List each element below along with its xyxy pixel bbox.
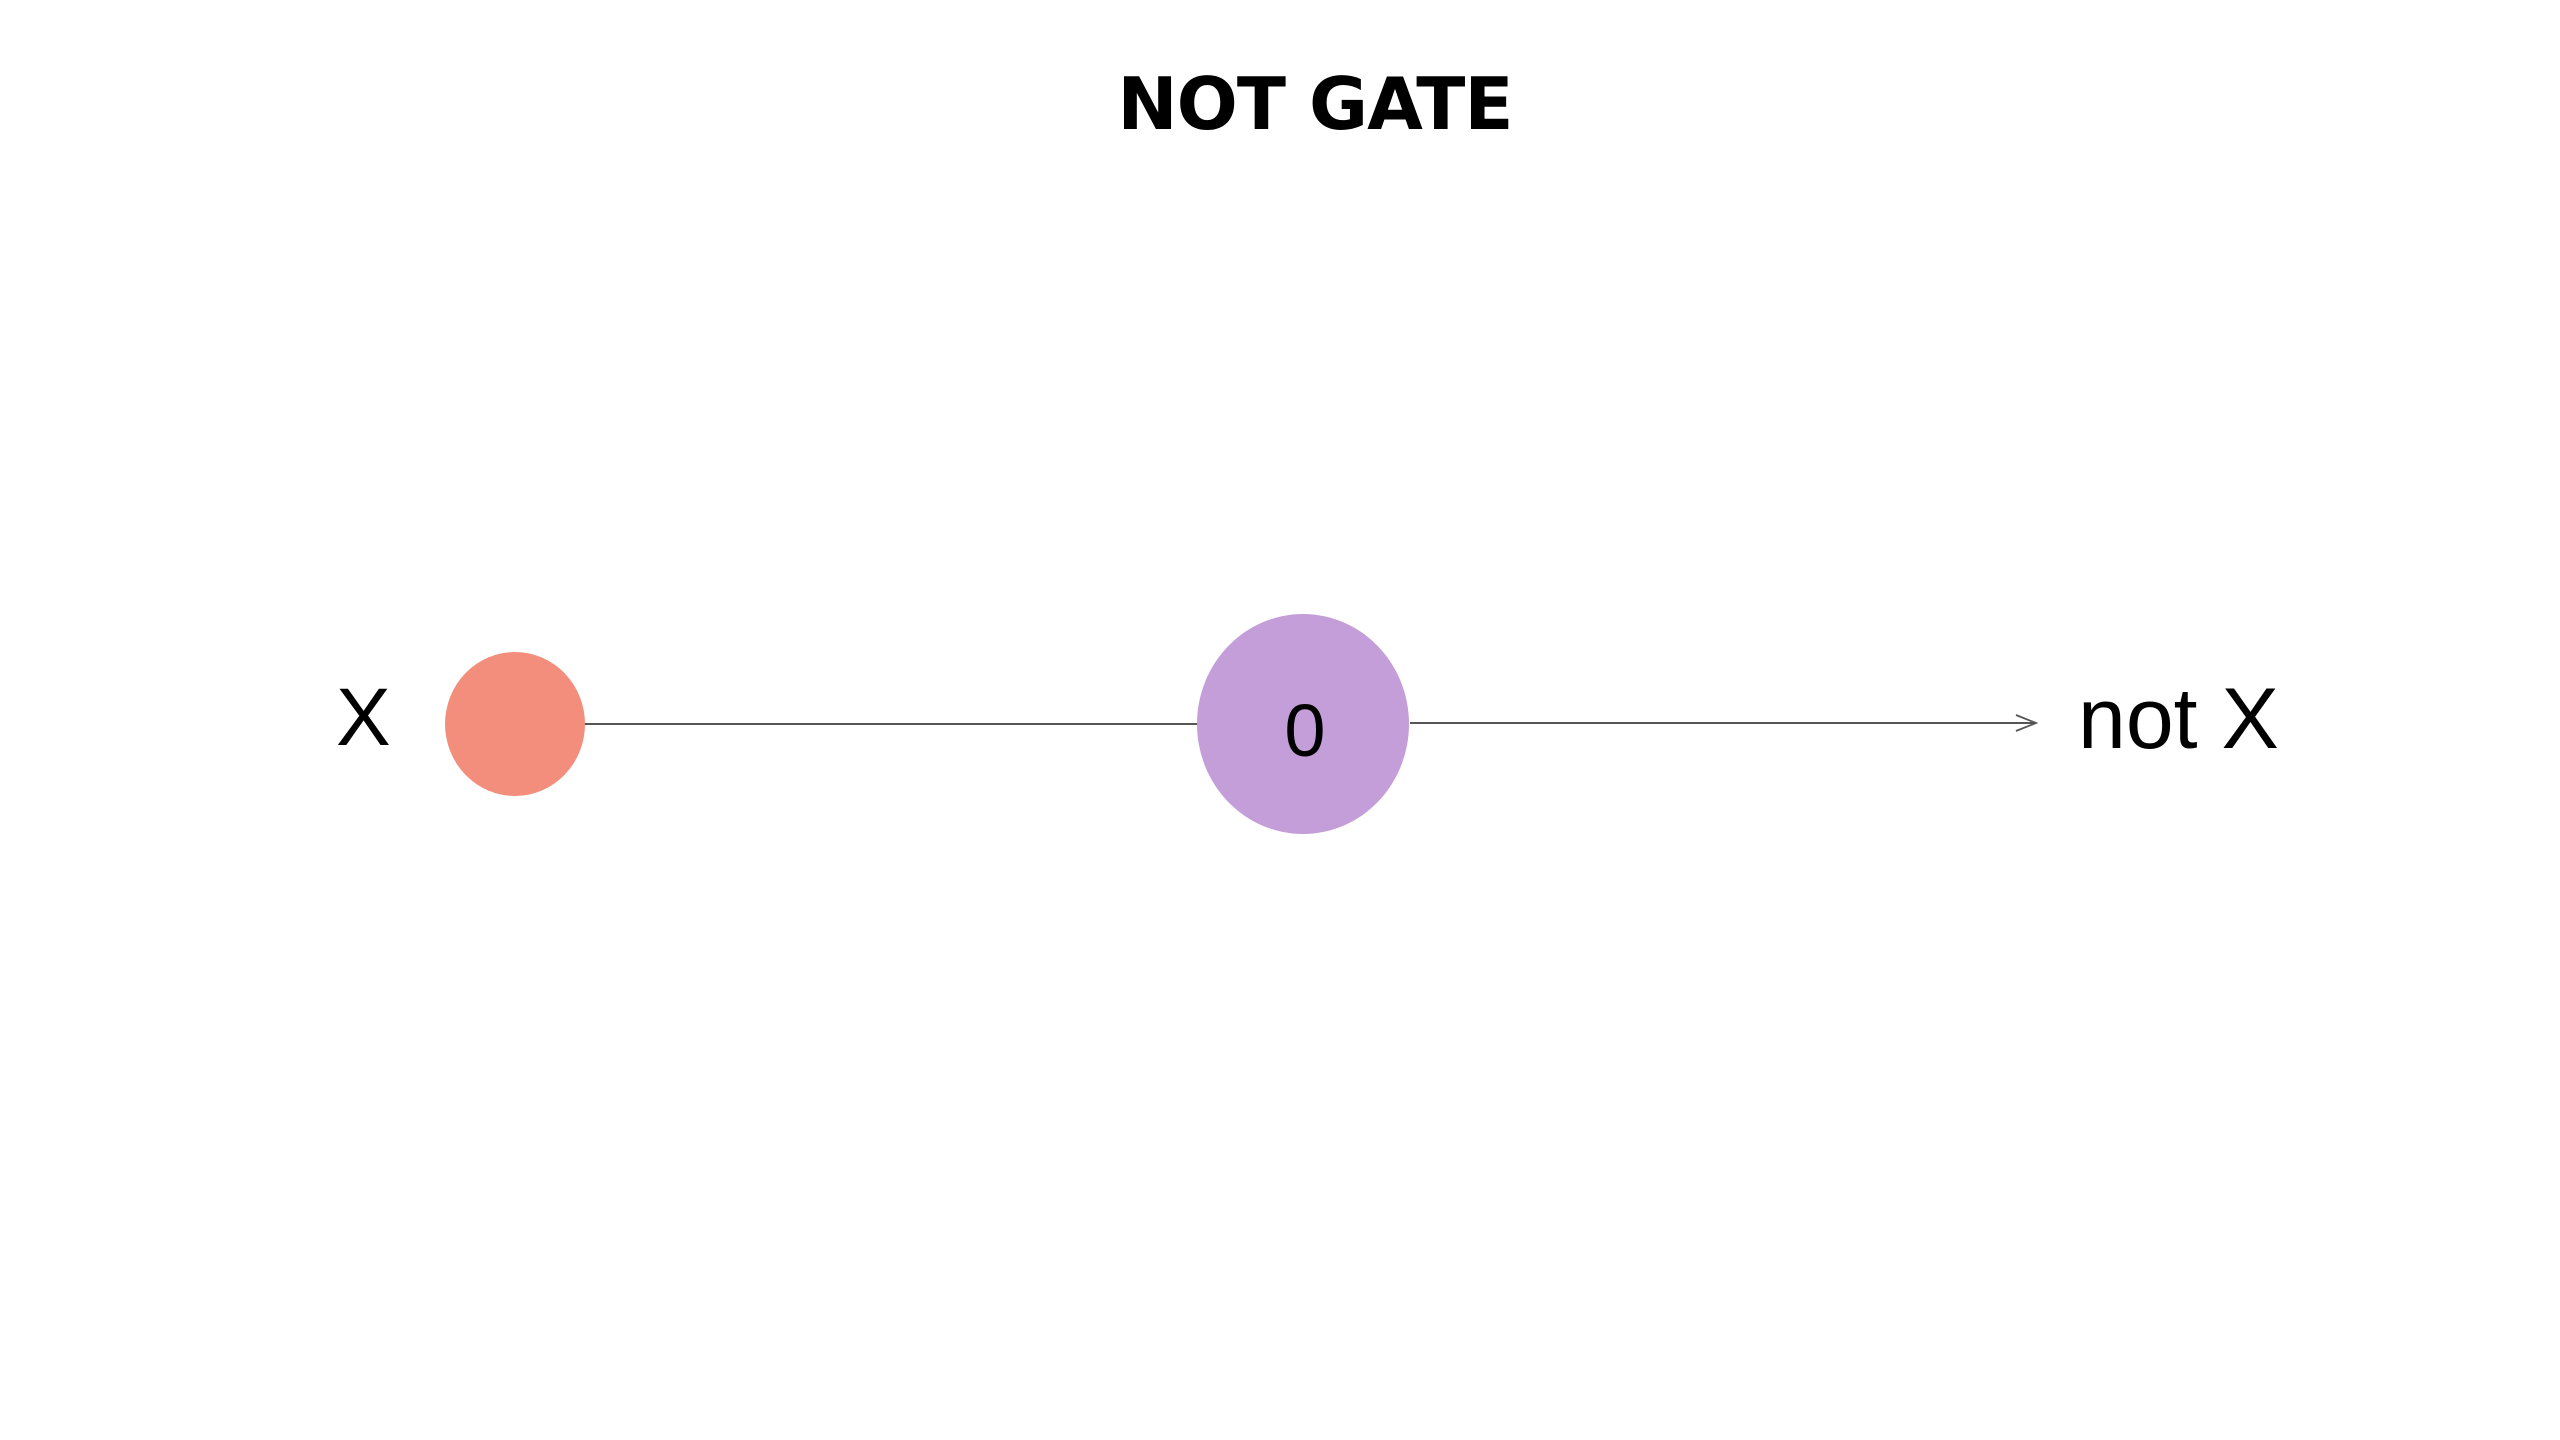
output-label: not X bbox=[2078, 671, 2279, 767]
input-label: X bbox=[336, 672, 391, 763]
gate-node bbox=[1197, 614, 1409, 834]
diagram-title: NOT GATE bbox=[1117, 62, 1513, 146]
input-node bbox=[445, 652, 585, 796]
gate-node-value: 0 bbox=[1284, 689, 1326, 772]
